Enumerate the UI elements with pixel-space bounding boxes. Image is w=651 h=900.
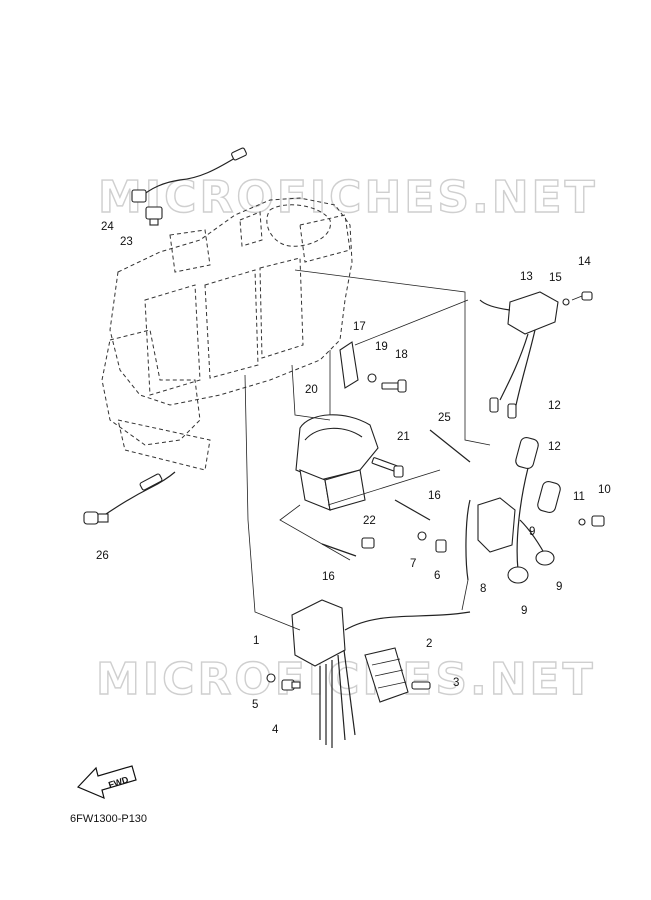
callout-9b: 9 [556, 581, 562, 593]
connector-plug [83, 471, 176, 525]
screw-10 [591, 515, 605, 527]
diagram-reference-code: 6FW1300-P130 [70, 813, 147, 825]
callout-7: 7 [410, 558, 416, 570]
bolt-22 [361, 537, 375, 549]
ignition-unit-top [479, 291, 559, 419]
temperature-sensor-lead [131, 147, 247, 203]
bolt-25 [429, 429, 471, 463]
pulser-bracket [295, 414, 379, 511]
callout-21: 21 [397, 431, 410, 443]
callout-25: 25 [438, 412, 451, 424]
callout-15: 15 [549, 272, 562, 284]
callout-18: 18 [395, 349, 408, 361]
callout-labels: 1 2 3 4 5 6 7 8 9 9 9 10 11 12 12 13 14 … [96, 221, 611, 736]
callout-20: 20 [305, 384, 318, 396]
screw-3 [411, 681, 431, 690]
callout-12a: 12 [548, 400, 561, 412]
callout-8: 8 [480, 583, 486, 595]
callout-16a: 16 [428, 490, 441, 502]
cdi-unit [291, 599, 471, 748]
callout-3: 3 [453, 677, 459, 689]
bolt-16-upper [394, 499, 431, 521]
callout-16b: 16 [322, 571, 335, 583]
callout-6: 6 [434, 570, 440, 582]
clip-17 [339, 341, 359, 389]
callout-24: 24 [101, 221, 114, 233]
callout-23: 23 [120, 236, 133, 248]
bolt-4 [281, 679, 301, 691]
callout-26: 26 [96, 550, 109, 562]
watermark-top: MICROFICHES.NET [98, 172, 598, 223]
explode-lines [244, 269, 491, 631]
callout-1: 1 [253, 635, 259, 647]
callout-19: 19 [375, 341, 388, 353]
callout-9c: 9 [521, 605, 527, 617]
washer-11 [578, 518, 586, 526]
callout-17: 17 [353, 321, 366, 333]
washer-5 [266, 673, 276, 683]
engine-block-outline [101, 197, 353, 471]
bolt-18 [381, 379, 407, 393]
forward-arrow-icon: FWD [76, 765, 137, 800]
plug-caps [515, 436, 561, 571]
callout-9a: 9 [529, 526, 535, 538]
washer-15 [562, 298, 570, 306]
bolt-16-lower [321, 543, 357, 557]
washer-19 [367, 373, 377, 383]
bolt-21 [371, 457, 404, 478]
callout-5: 5 [252, 699, 258, 711]
ignition-coil [465, 497, 549, 581]
callout-14: 14 [578, 256, 591, 268]
callout-4: 4 [272, 724, 279, 736]
washer-7 [417, 531, 427, 541]
grommet-9b [535, 550, 555, 566]
callout-22: 22 [363, 515, 376, 527]
screw-14 [571, 291, 593, 301]
connector-block-2 [364, 647, 409, 703]
callout-13: 13 [520, 271, 533, 283]
callout-10: 10 [598, 484, 611, 496]
screw-6 [435, 539, 447, 553]
watermark-bottom: MICROFICHES.NET [96, 654, 596, 705]
callout-2: 2 [426, 638, 432, 650]
callout-11: 11 [573, 491, 585, 503]
grommet-9a [507, 566, 529, 584]
callout-12b: 12 [548, 441, 561, 453]
sensor-body [145, 206, 163, 226]
